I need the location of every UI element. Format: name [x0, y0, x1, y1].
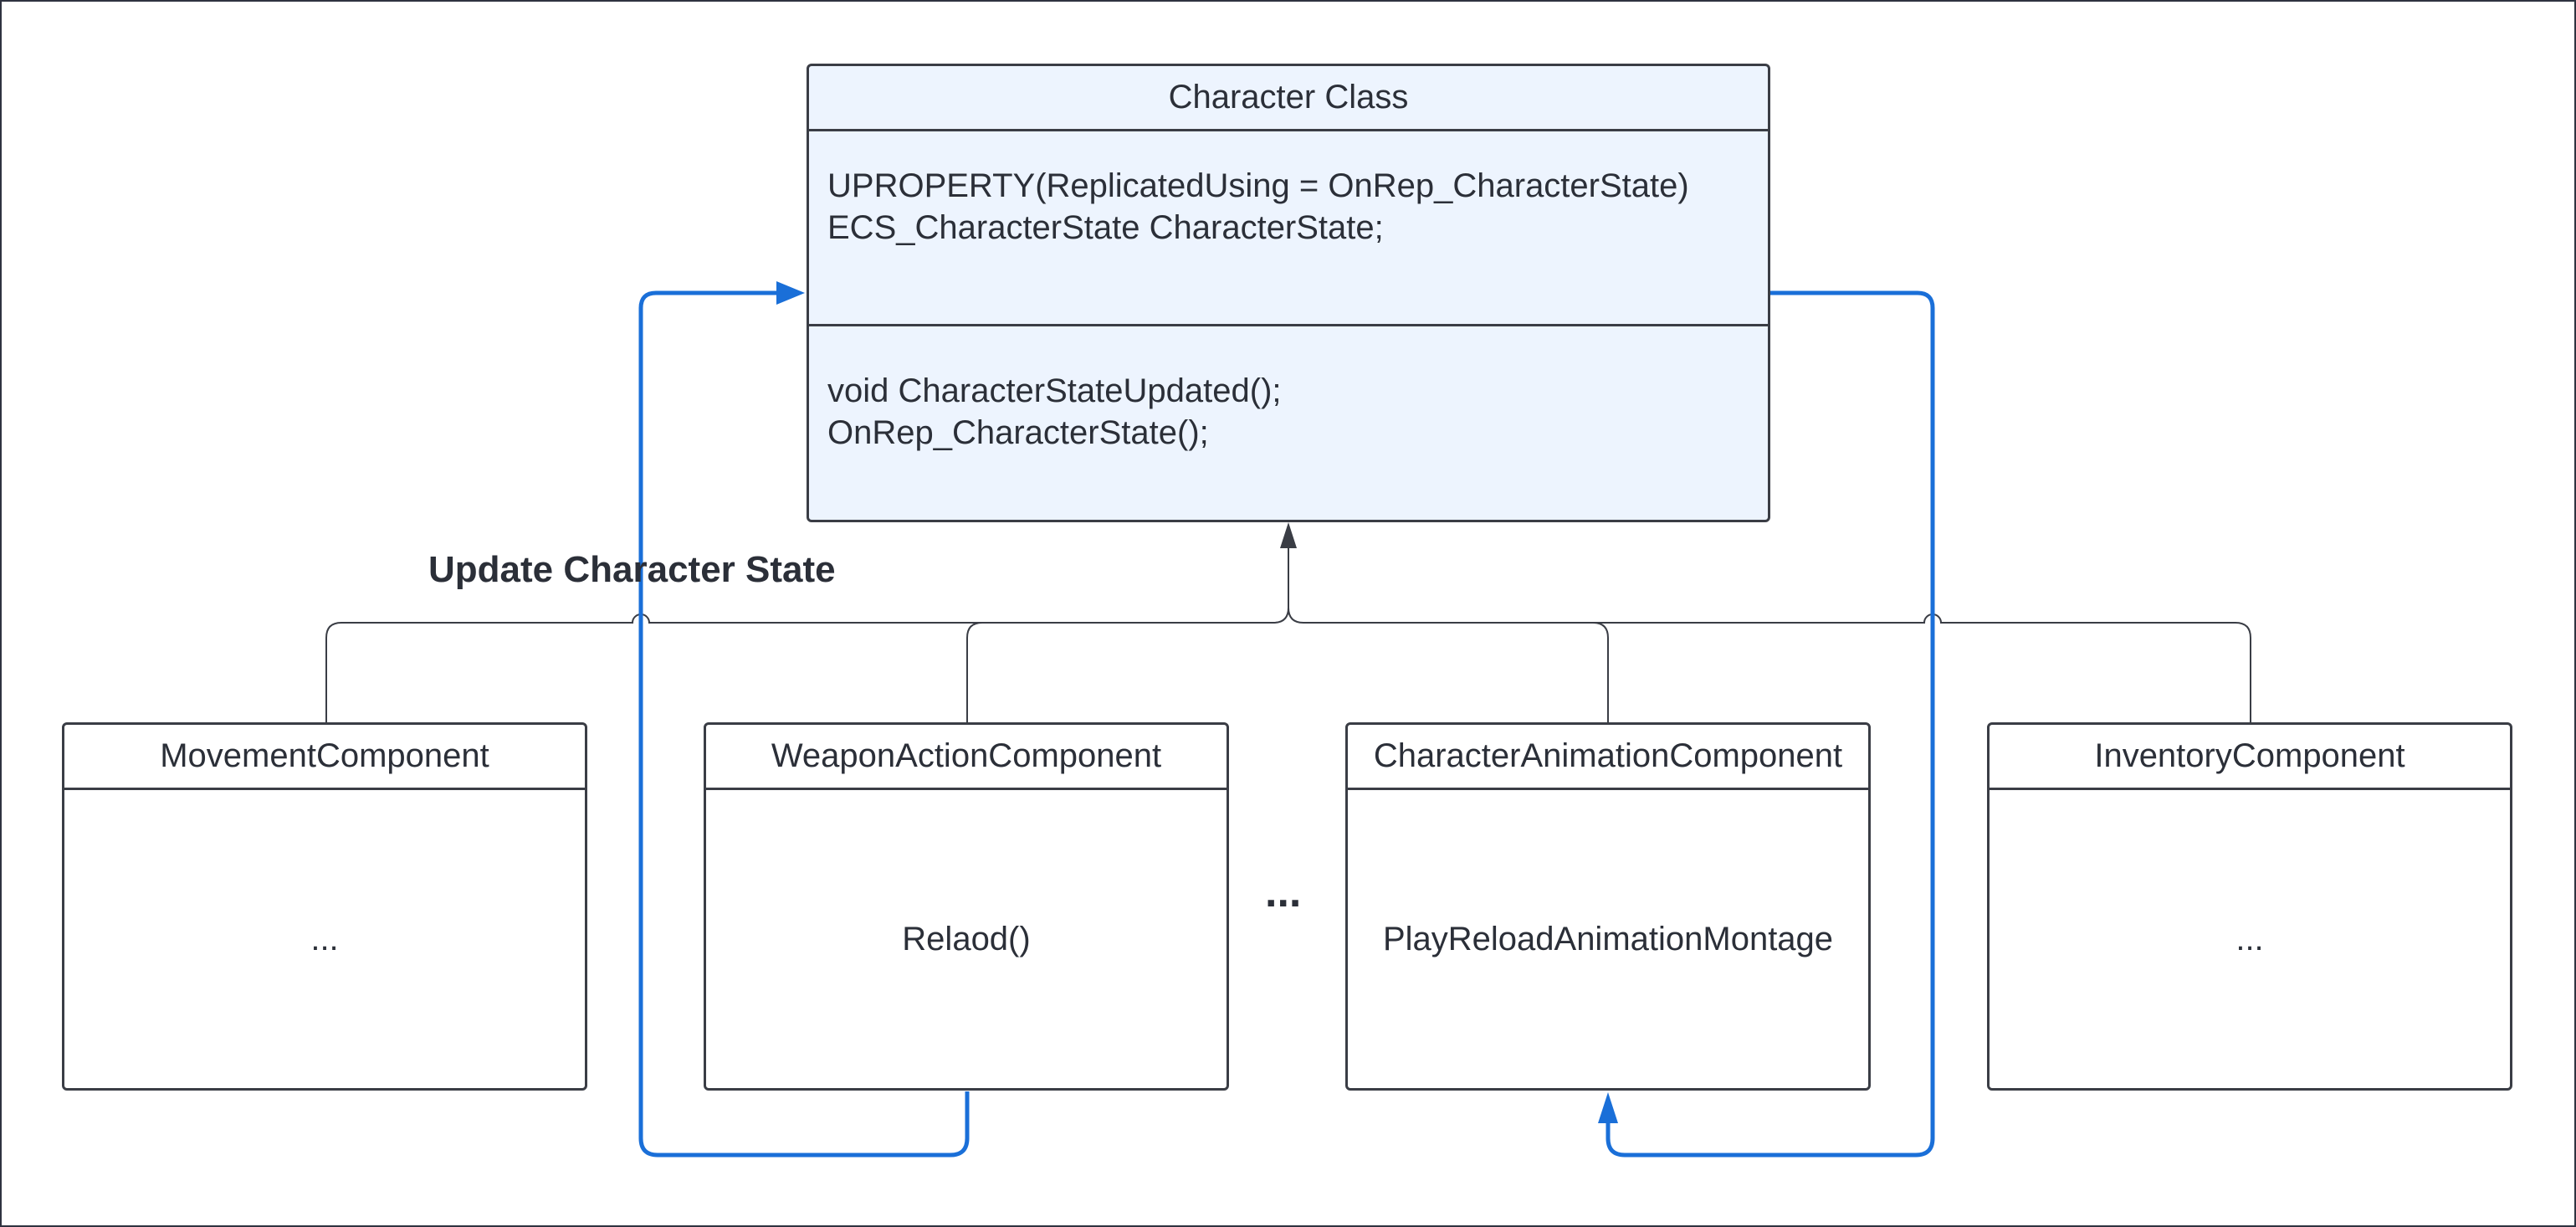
character-class-attributes: UPROPERTY(ReplicatedUsing = OnRep_Charac… — [809, 131, 1768, 326]
inventory-component-box: InventoryComponent ... — [1987, 722, 2512, 1091]
inheritance-line-inventory — [1303, 614, 2251, 722]
inheritance-line-animation — [1288, 607, 1609, 722]
component-title: MovementComponent — [64, 725, 585, 790]
weapon-action-component-box: WeaponActionComponent Relaod() — [704, 722, 1229, 1091]
component-body: ... — [2235, 920, 2264, 957]
inheritance-arrowhead — [1280, 522, 1297, 548]
character-class-box: Character Class UPROPERTY(ReplicatedUsin… — [807, 64, 1770, 522]
component-body: Relaod() — [902, 920, 1031, 957]
movement-component-box: MovementComponent ... — [62, 722, 587, 1091]
attribute-line: ECS_CharacterState CharacterState; — [827, 209, 1384, 246]
component-title: InventoryComponent — [1990, 725, 2510, 790]
component-title: WeaponActionComponent — [706, 725, 1227, 790]
character-animation-component-box: CharacterAnimationComponent PlayReloadAn… — [1345, 722, 1871, 1091]
flow-arrow-character-to-animation — [1603, 290, 1935, 1158]
component-body: PlayReloadAnimationMontage — [1382, 920, 1834, 957]
component-title: CharacterAnimationComponent — [1348, 725, 1868, 790]
flow-arrowhead-character — [776, 281, 805, 305]
flow-arrowhead-animation — [1598, 1092, 1618, 1123]
component-body: ... — [310, 920, 339, 957]
character-class-title: Character Class — [809, 66, 1768, 131]
update-character-state-label: Update Character State — [428, 549, 836, 590]
attribute-line: UPROPERTY(ReplicatedUsing = OnRep_Charac… — [827, 167, 1689, 204]
character-class-methods: void CharacterStateUpdated(); OnRep_Char… — [809, 326, 1768, 454]
method-line: void CharacterStateUpdated(); — [827, 372, 1282, 409]
more-components-ellipsis: ... — [1265, 868, 1302, 916]
inheritance-line-weapon — [966, 622, 1273, 722]
flow-arrow-reload-to-character — [638, 288, 970, 1158]
method-line: OnRep_CharacterState(); — [827, 414, 1209, 451]
